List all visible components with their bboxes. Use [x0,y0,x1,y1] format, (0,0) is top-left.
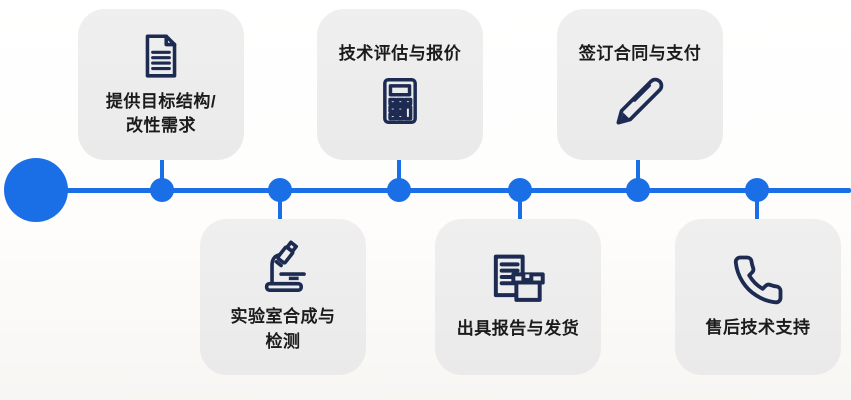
process-card-label: 签订合同与支付 [578,43,702,63]
pen-icon [614,75,666,127]
timeline-connector [636,158,640,190]
report-box-icon [487,252,549,308]
timeline-connector [278,190,282,222]
process-card-step-5: 签订合同与支付 [557,9,723,160]
timeline-start-circle [4,158,68,222]
document-icon [136,31,186,81]
timeline-node [508,178,532,202]
timeline-node [745,178,769,202]
timeline-node [268,178,292,202]
timeline-connector [397,158,401,190]
process-card-label: 出具报告与发货 [456,319,580,339]
process-card-step-6: 售后技术支持 [675,219,841,375]
timeline-line [34,188,851,193]
process-card-step-1: 提供目标结构/ 改性需求 [78,9,244,160]
phone-icon [731,253,785,307]
process-card-step-4: 出具报告与发货 [435,219,601,375]
microscope-icon [255,240,311,296]
process-card-label: 提供目标结构/ 改性需求 [105,91,217,135]
timeline-node [626,178,650,202]
process-card-step-3: 技术评估与报价 [317,9,483,160]
process-card-step-2: 实验室合成与 检测 [200,219,366,375]
process-card-label: 售后技术支持 [705,318,811,338]
timeline-connector [755,190,759,222]
timeline-node [150,178,174,202]
timeline-connector [160,158,164,190]
timeline-connector [518,190,522,222]
process-card-label: 实验室合成与 检测 [230,307,336,351]
process-card-label: 技术评估与报价 [338,43,462,63]
calculator-icon [374,75,426,127]
timeline-node [387,178,411,202]
